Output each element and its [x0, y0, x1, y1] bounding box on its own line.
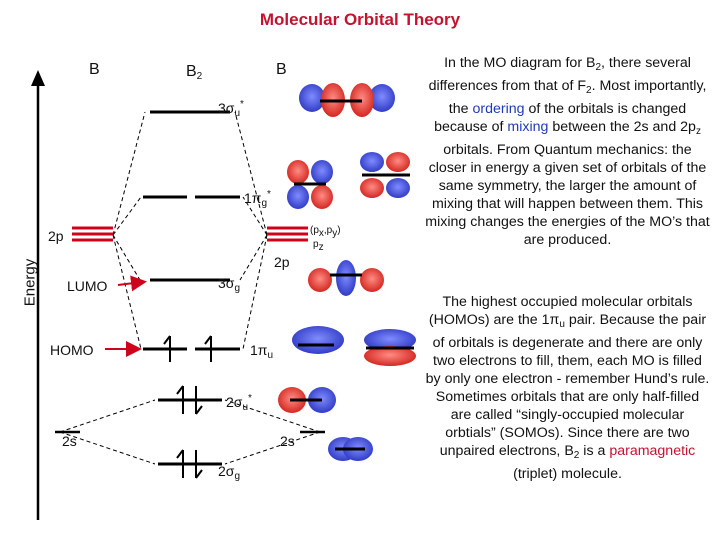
- energy-axis: [31, 70, 45, 520]
- ao-2s-right-label: 2s: [280, 433, 295, 449]
- explanation-paragraph-1: In the MO diagram for B2, there several …: [425, 55, 710, 248]
- atom-left-label: B: [89, 61, 100, 78]
- energy-axis-label: Energy: [21, 258, 39, 307]
- explanation-paragraph-2: The highest occupied molecular orbitals …: [425, 294, 710, 482]
- paramagnetic-highlight: paramagnetic: [609, 443, 696, 459]
- px-py-label: (px,py): [310, 225, 341, 239]
- ao-2p-left-levels: [72, 226, 113, 242]
- pz-label: pz: [313, 239, 324, 253]
- homo-label: HOMO: [50, 342, 94, 358]
- mo-label-2sigma-g: 2σg: [218, 463, 240, 482]
- pointer-arrows: [105, 275, 147, 357]
- mixing-highlight: mixing: [507, 119, 549, 135]
- mo-label-2sigma-u: 2σu*: [226, 393, 252, 413]
- mo-label-3sigma-g: 3σg: [218, 275, 240, 294]
- ao-2s-left-label: 2s: [62, 433, 77, 449]
- atom-right-label: B: [276, 61, 287, 78]
- mo-label-1pi-u: 1πu: [250, 342, 274, 361]
- molecule-label: B2: [186, 63, 203, 82]
- ao-2p-right-label: 2p: [274, 254, 290, 270]
- orbital-lobe-icon: [278, 83, 416, 461]
- correlation-lines: [59, 111, 321, 465]
- mo-levels: [143, 110, 240, 466]
- lumo-label: LUMO: [67, 278, 108, 294]
- mo-label-3sigma-u: 3σu*: [218, 99, 244, 119]
- mo-label-1pi-g: 1πg*: [244, 189, 271, 209]
- ao-2p-right-levels: [267, 226, 308, 242]
- ordering-highlight: ordering: [472, 101, 525, 117]
- electron-arrows: [163, 335, 212, 479]
- ao-2p-left-label: 2p: [48, 228, 64, 244]
- page-title: Molecular Orbital Theory: [259, 10, 461, 29]
